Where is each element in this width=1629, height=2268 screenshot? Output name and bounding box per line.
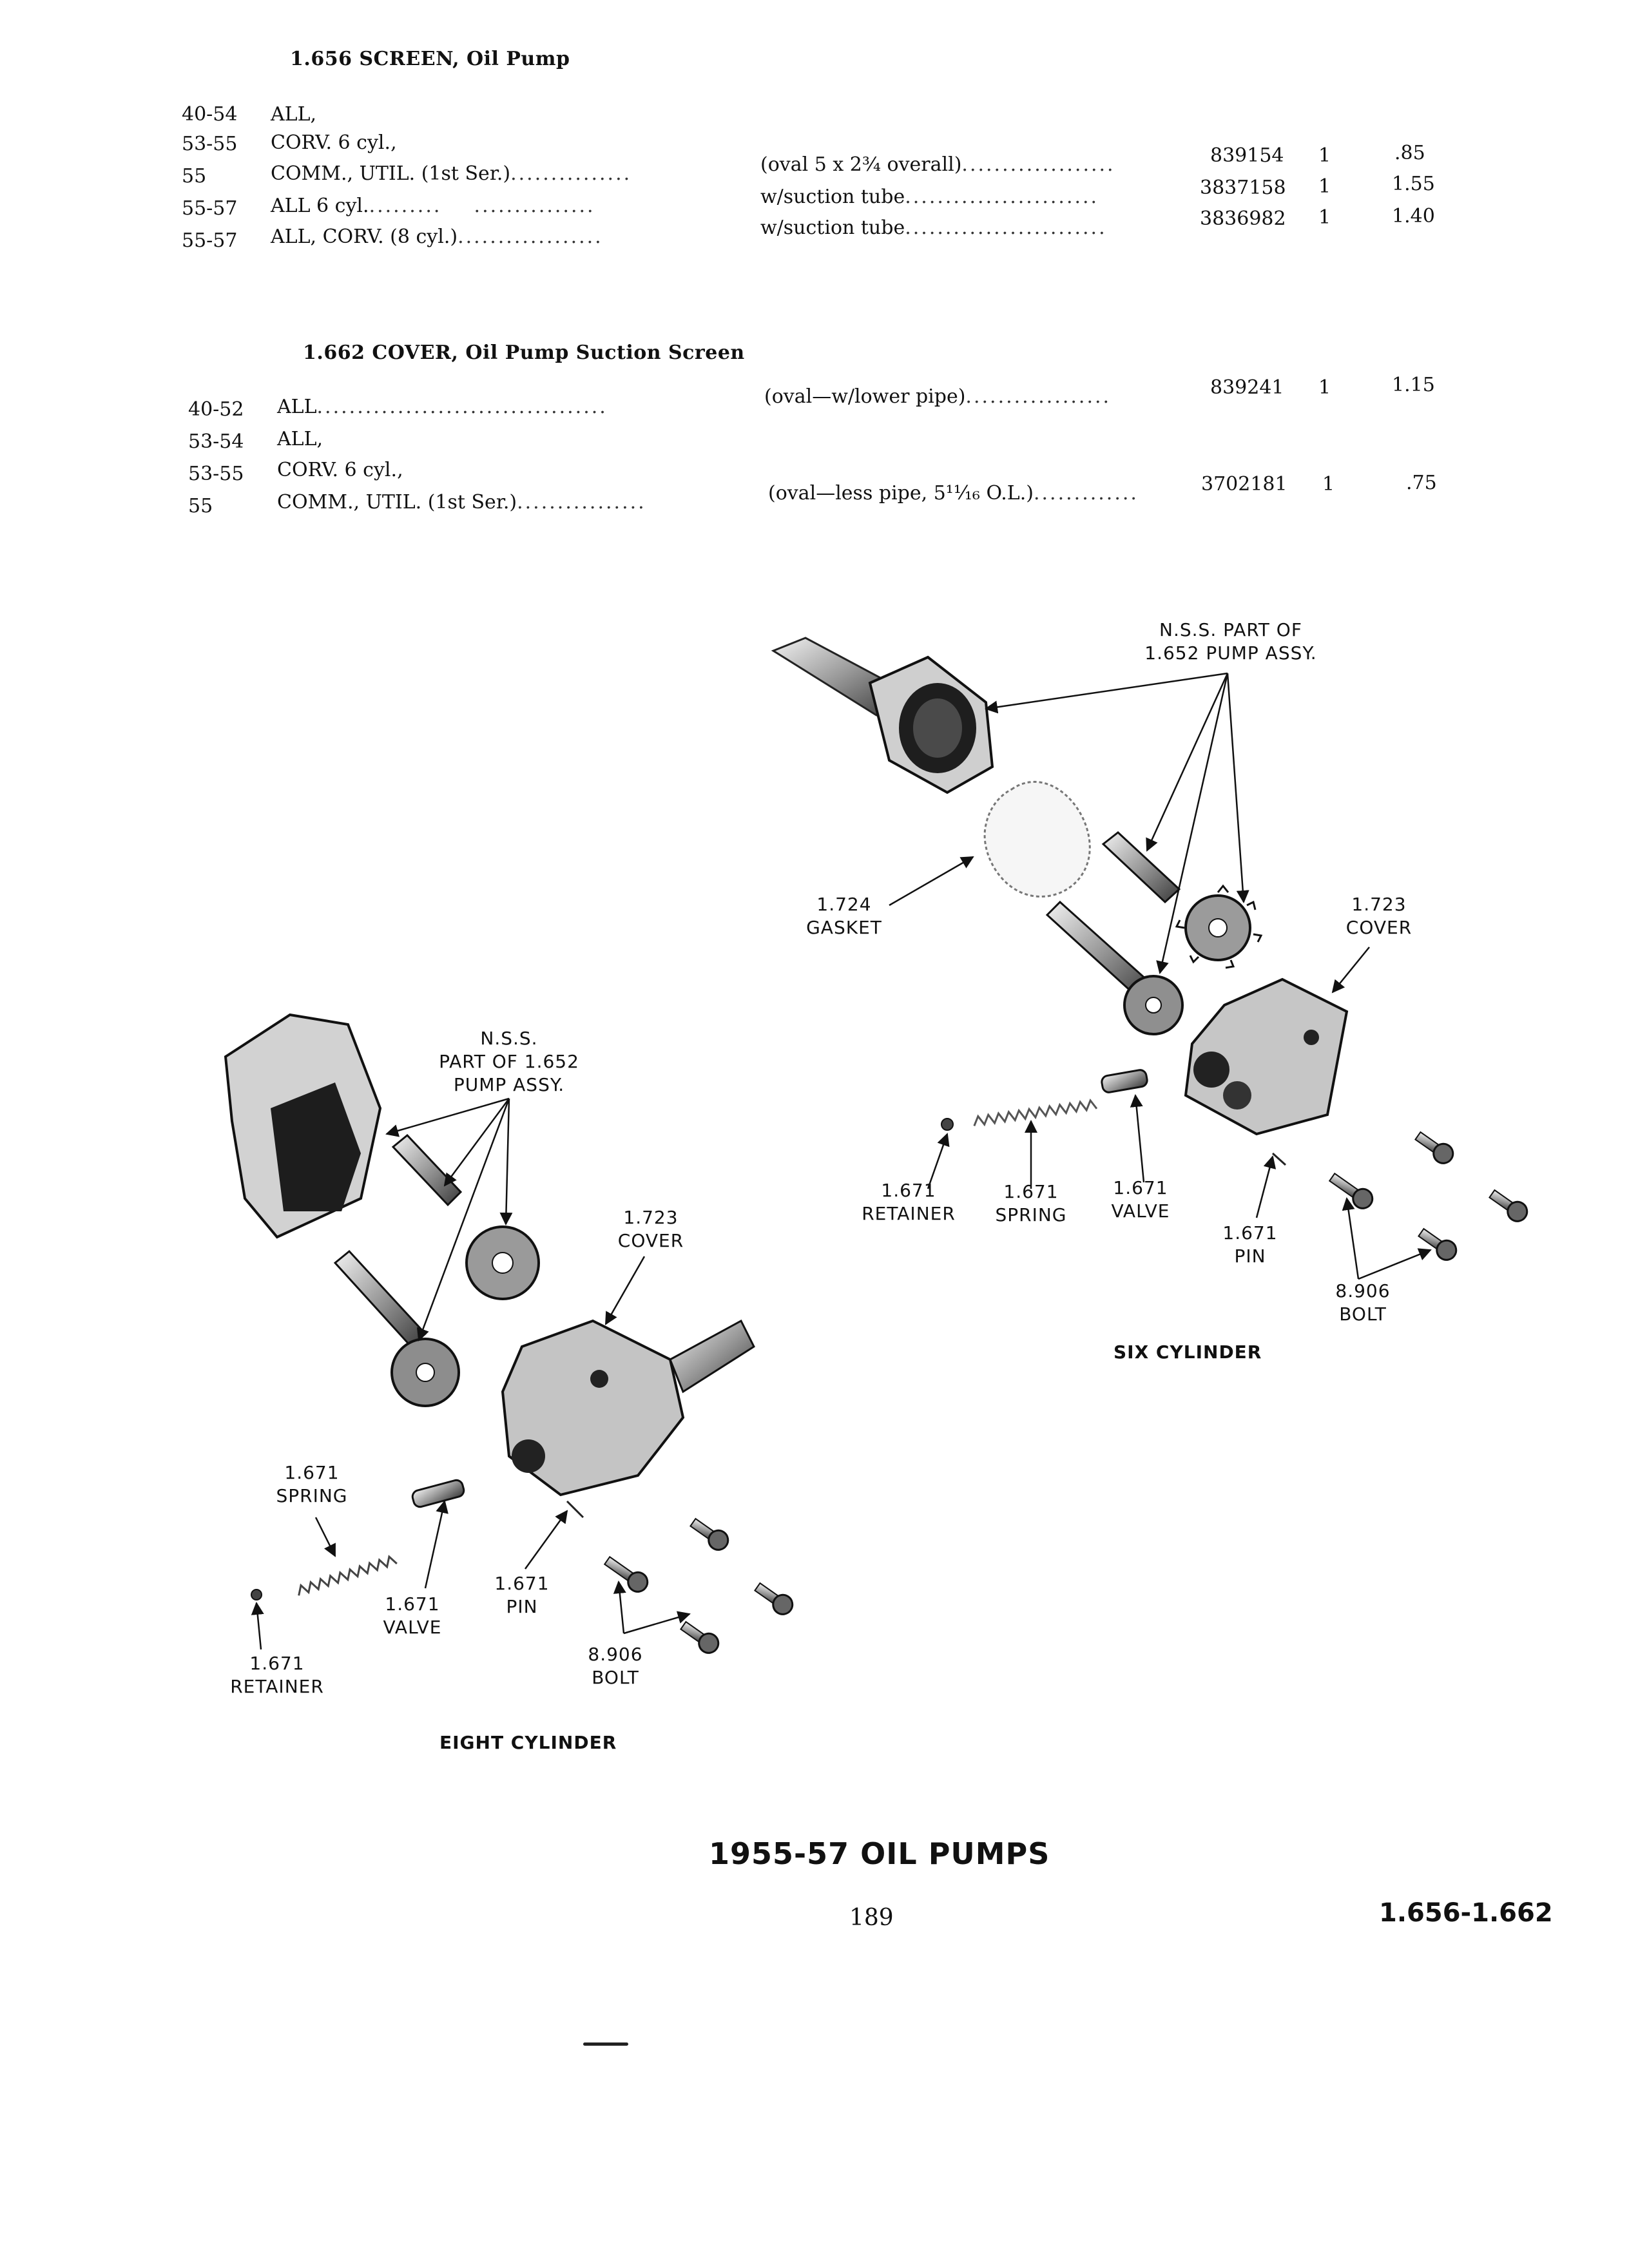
s1662-row-4-price: .75 [1406,472,1437,494]
leader-dots: ......................... [905,216,1107,239]
s1662-row-3-model: CORV. 6 cyl., [277,459,403,481]
six-retainer [941,1118,954,1131]
six-gear-lower-shaft [1045,900,1184,1035]
leader-dots: ................... [961,153,1115,176]
s1656-row-3-desc: (oval 5 x 2¾ overall)................... [760,153,1115,176]
section-reference: 1.656-1.662 [1379,1898,1553,1928]
six-shaft-pin [1101,831,1181,904]
s1656-row-4-desc: w/suction tube........................ [760,186,1099,208]
eight-retainer [251,1589,262,1600]
s1662-row-2-model: ALL, [277,428,323,450]
eight-bolts [603,1517,794,1654]
page-number: 189 [849,1905,894,1931]
s1662-row-1-year: 40-52 [188,398,244,421]
s1656-row-4-price: 1.55 [1392,173,1435,195]
six-bolts [1328,1131,1528,1261]
six-cylinder-diagram [771,637,1528,1280]
leader-dots: ............. [1033,482,1139,505]
s1662-row-1-model: ALL.................................... [277,396,608,418]
s1656-row-2-year: 53-55 [182,133,238,155]
s1656-row-3-price: .85 [1394,142,1425,164]
eight-gear-lower-shaft [333,1249,460,1407]
six-gasket [983,781,1091,898]
eight-cylinder-diagram [224,1013,794,1654]
leader-dots: ................ [517,491,646,514]
six-gear-upper [1175,884,1263,969]
s1662-row-1-desc: (oval—w/lower pipe).................. [764,385,1112,408]
s1662-row-1-qty: 1 [1318,376,1331,399]
s1662-row-1-part: 839241 [1210,376,1284,399]
eight-cover [501,1319,755,1497]
six-spring [973,1098,1098,1127]
s1656-row-2-model: CORV. 6 cyl., [271,131,397,154]
six-pump-body [771,637,994,794]
eight-pump-body [224,1013,382,1239]
leader-dots: ......... ............... [369,195,595,217]
page-title: 1955-57 OIL PUMPS [709,1836,1050,1871]
six-cylinder-caption: SIX CYLINDER [1113,1341,1262,1363]
leader-dots: .................................... [316,396,608,418]
section-1662-title: 1.662 COVER, Oil Pump Suction Screen [303,341,745,364]
eight-leader-lines [251,1097,691,1650]
eight-pin [566,1500,584,1519]
s1662-row-4-part: 3702181 [1201,473,1287,495]
section-1656-title: 1.656 SCREEN, Oil Pump [290,48,570,70]
s1662-row-1-price: 1.15 [1392,374,1435,396]
scan-mark [583,2042,628,2046]
s1656-row-5-price: 1.40 [1392,205,1435,227]
s1656-row-5-qty: 1 [1318,206,1331,229]
s1656-row-4-year: 55-57 [182,197,238,220]
s1662-row-4-year: 55 [188,495,213,517]
leader-dots: .................. [458,226,603,248]
s1662-row-3-year: 53-55 [188,463,244,485]
s1656-row-4-part: 3837158 [1200,177,1286,199]
s1662-row-2-year: 53-54 [188,430,244,453]
s1656-row-4-model: ALL 6 cyl.......... ............... [271,195,595,217]
s1656-row-5-part: 3836982 [1200,207,1286,230]
eight-spring [298,1555,398,1596]
s1656-row-3-qty: 1 [1318,144,1331,167]
eight-gear-upper [465,1225,540,1300]
s1656-row-3-part: 839154 [1210,144,1284,167]
s1662-row-4-desc: (oval—less pipe, 5¹¹⁄₁₆ O.L.)...........… [768,482,1139,505]
leader-dots: ........................ [905,186,1099,208]
six-valve [1101,1069,1148,1093]
s1656-row-3-model: COMM., UTIL. (1st Ser.)............... [271,162,632,185]
s1656-row-1-model: ALL, [271,103,317,126]
six-pin [1271,1152,1287,1166]
eight-shaft-pin [391,1133,463,1207]
s1662-row-4-model: COMM., UTIL. (1st Ser.)................ [277,491,646,514]
s1656-row-5-year: 55-57 [182,229,238,252]
s1656-row-1-year: 40-54 [182,103,238,126]
leader-dots: .................. [965,385,1112,408]
six-leader-lines [889,672,1432,1280]
s1656-row-4-qty: 1 [1318,175,1331,198]
s1656-row-5-desc: w/suction tube......................... [760,216,1107,239]
s1662-row-4-qty: 1 [1322,473,1335,495]
eight-valve [411,1479,465,1508]
eight-cylinder-caption: EIGHT CYLINDER [439,1732,617,1753]
s1656-row-3-year: 55 [182,165,207,187]
six-cover [1184,977,1349,1136]
s1656-row-5-model: ALL, CORV. (8 cyl.).................. [271,226,603,248]
leader-dots: ............... [510,162,632,185]
